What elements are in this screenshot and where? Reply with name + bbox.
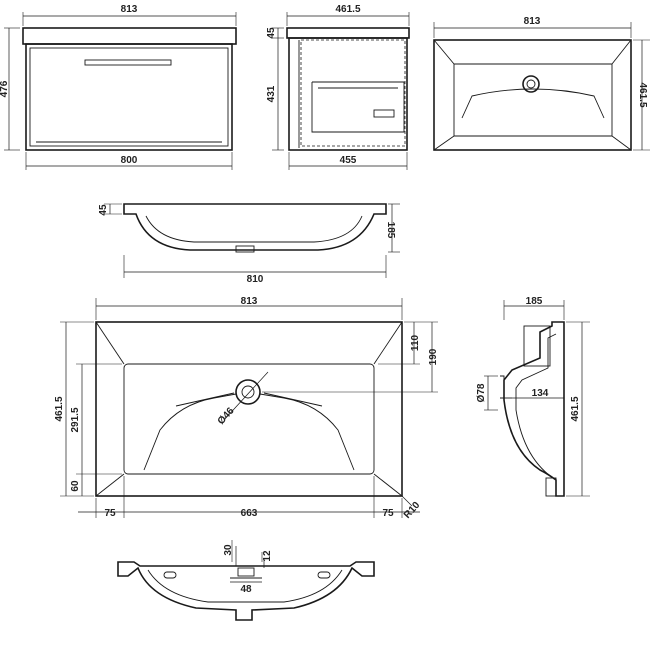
plan-view: Ø46 813 461.5 291.5 60 110 190 75 663 75 [54, 296, 439, 521]
side-cabinet-width-bottom: 455 [340, 155, 357, 166]
front-basin-view: 45 185 810 [98, 203, 400, 285]
front-basin-height: 185 [385, 222, 396, 239]
plan-right-rim: 75 [382, 508, 394, 519]
top-basin-view: 813 461.5 [433, 16, 650, 151]
plan-left-rim: 75 [104, 508, 116, 519]
front-cabinet-width-top: 813 [121, 4, 138, 15]
bottom-section-view: 30 12 48 [117, 540, 375, 621]
front-basin-width: 810 [247, 274, 264, 285]
bottom-dim-30: 30 [223, 544, 234, 556]
bottom-dim-12: 12 [262, 550, 273, 562]
side-cabinet-view: 461.5 45 431 455 [266, 4, 410, 170]
front-cabinet-view: 813 476 800 [0, 4, 237, 170]
plan-bowl-width: 663 [241, 508, 258, 519]
side-section-view: 185 461.5 Ø78 134 [476, 296, 590, 497]
side-section-height: 461.5 [570, 396, 581, 421]
top-basin-depth: 461.5 [637, 82, 648, 107]
bottom-dim-48: 48 [240, 584, 252, 595]
side-section-waste-dia: Ø78 [476, 383, 487, 402]
side-section-waste-depth: 134 [532, 388, 549, 399]
plan-back-rim: 110 [410, 334, 421, 351]
plan-bowl-depth: 291.5 [70, 407, 81, 432]
plan-waste-offset: 190 [428, 348, 439, 365]
plan-width: 813 [241, 296, 258, 307]
front-cabinet-width-bottom: 800 [121, 155, 138, 166]
side-cabinet-height: 431 [266, 85, 277, 102]
plan-waste-diameter: Ø46 [216, 405, 237, 427]
plan-front-rim: 60 [70, 480, 81, 492]
front-basin-lip: 45 [98, 204, 109, 216]
side-cabinet-width-top: 461.5 [335, 4, 360, 15]
front-cabinet-height: 476 [0, 80, 10, 97]
side-basin-height: 45 [266, 27, 277, 39]
plan-depth: 461.5 [54, 396, 65, 421]
side-section-depth: 185 [526, 296, 543, 307]
top-basin-width: 813 [524, 16, 541, 27]
plan-corner-radius: R10 [402, 500, 423, 521]
